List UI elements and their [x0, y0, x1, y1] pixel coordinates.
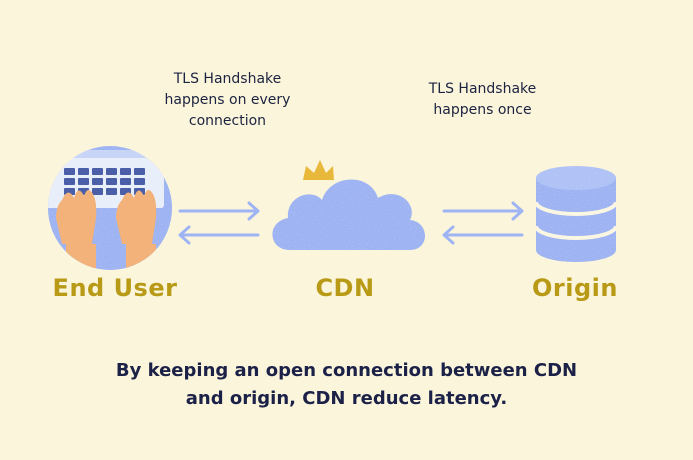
note-line: happens once	[433, 102, 532, 118]
crown-icon	[303, 160, 334, 180]
note-tls-every-connection: TLS Handshake happens on every connectio…	[140, 69, 315, 132]
label-origin: Origin	[532, 274, 618, 302]
note-tls-once: TLS Handshake happens once	[400, 79, 565, 121]
bidirectional-arrows-icon	[442, 201, 524, 245]
caption-line: and origin, CDN reduce latency.	[185, 388, 508, 409]
note-line: connection	[188, 113, 267, 129]
database-icon	[534, 166, 618, 262]
arrow-left-right	[442, 225, 524, 245]
bidirectional-arrows-icon	[178, 201, 260, 245]
arrow-left-left	[178, 225, 260, 245]
note-line: happens on every	[164, 92, 291, 108]
label-cdn: CDN	[315, 274, 375, 302]
arrow-right-left	[178, 201, 260, 221]
caption: By keeping an open connection between CD…	[60, 357, 633, 413]
caption-line: By keeping an open connection between CD…	[115, 360, 578, 381]
arrow-right-right	[442, 201, 524, 221]
cloud-crown-icon	[272, 160, 425, 250]
note-line: TLS Handshake	[428, 81, 537, 97]
label-end-user: End User	[52, 274, 178, 302]
laptop-typing-icon	[48, 146, 172, 270]
note-line: TLS Handshake	[173, 71, 282, 87]
